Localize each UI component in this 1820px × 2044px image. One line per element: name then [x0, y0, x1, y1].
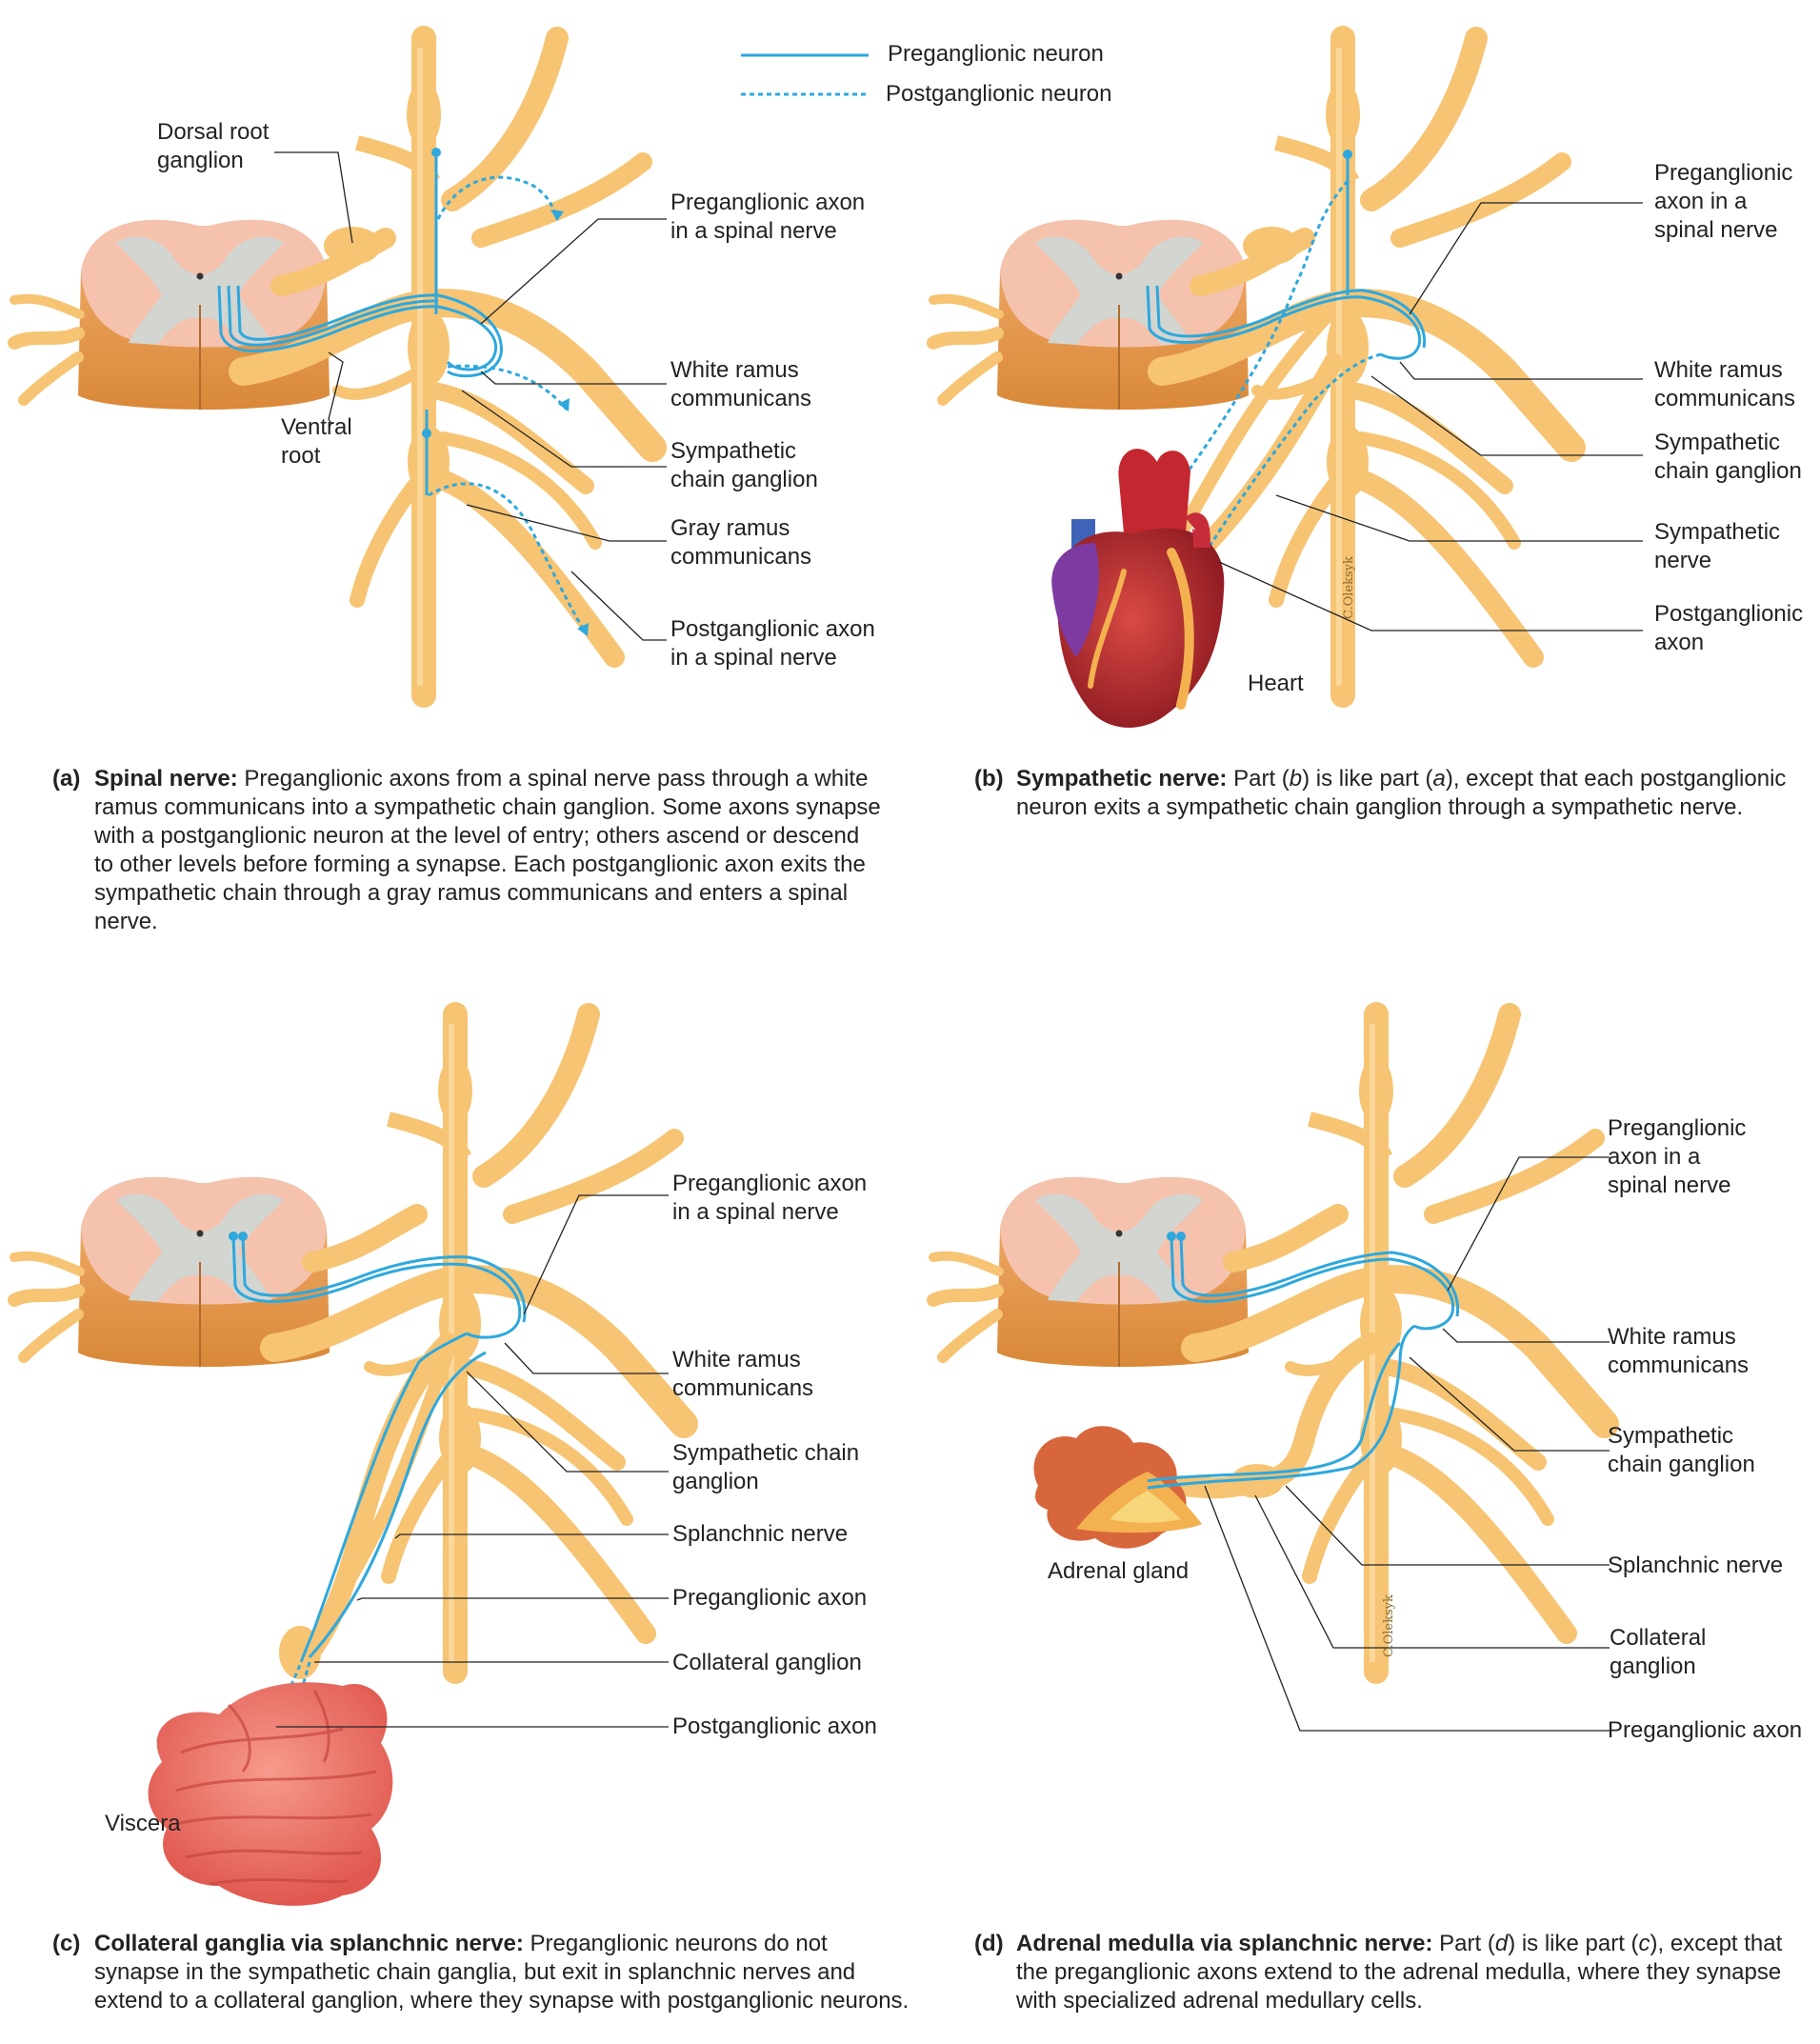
- dorsal-root-ganglion: [324, 227, 381, 265]
- label-a-gray-ramus: Gray ramus communicans: [670, 515, 812, 570]
- label-d-chain-ganglion: Sympathetic chain ganglion: [1608, 1423, 1755, 1477]
- label-a-postganglionic-axon: Postganglionic axon in a spinal nerve: [670, 616, 875, 671]
- label-a-preganglionic-axon: Preganglionic axon in a spinal nerve: [670, 190, 866, 244]
- caption-d-italic-2: c: [1638, 1931, 1650, 1956]
- caption-d-italic-1: d: [1494, 1931, 1509, 1956]
- label-a-white-ramus: White ramus communicans: [670, 357, 812, 411]
- label-d-preganglionic-axon: Preganglionic axon: [1608, 1717, 1803, 1743]
- caption-b-text-3: ), except that each postganglionic neuro…: [1016, 766, 1787, 820]
- caption-a-title: Spinal nerve:: [94, 766, 238, 792]
- signature-d: C.Oleksyk: [1382, 1594, 1396, 1657]
- label-c-splanchnic-nerve: Splanchnic nerve: [672, 1521, 849, 1547]
- panel-d-art: C.Oleksyk: [933, 1014, 1610, 1732]
- caption-a-text: Preganglionic axons from a spinal nerve …: [94, 766, 881, 934]
- caption-b-italic-1: b: [1289, 766, 1303, 792]
- caption-b-italic-2: a: [1432, 766, 1446, 792]
- label-c-chain-ganglion: Sympathetic chain ganglion: [672, 1440, 860, 1494]
- viscera-illustration: [148, 1682, 393, 1906]
- label-c-white-ramus: White ramus communicans: [672, 1347, 814, 1401]
- caption-a-letter: (a): [52, 766, 81, 792]
- heart-illustration: [1051, 449, 1225, 728]
- legend-swatches: [741, 53, 869, 96]
- caption-d-text-2: ) is like part (: [1508, 1931, 1639, 1956]
- caption-c-letter: (c): [52, 1931, 81, 1956]
- caption-b-title: Sympathetic nerve:: [1016, 766, 1228, 792]
- label-ventral-root: Ventral root: [281, 414, 352, 469]
- label-c-preganglionic-axon: Preganglionic axon: [672, 1585, 868, 1611]
- caption-d-letter: (d): [974, 1931, 1004, 1956]
- label-b-sympathetic-nerve: Sympathetic nerve: [1654, 519, 1781, 573]
- label-adrenal-gland: Adrenal gland: [1048, 1558, 1190, 1584]
- caption-b-text-2: ) is like part (: [1302, 766, 1433, 792]
- caption-c-title: Collateral ganglia via splanchnic nerve:: [94, 1931, 524, 1956]
- caption-b-text-1: Part (: [1227, 766, 1290, 792]
- caption-d: (d) Adrenal medulla via splanchnic nerve…: [974, 1930, 1803, 2015]
- adrenal-illustration: [1033, 1426, 1202, 1549]
- caption-b-letter: (b): [974, 766, 1004, 792]
- label-a-chain-ganglion: Sympathetic chain ganglion: [670, 438, 818, 492]
- caption-b: (b) Sympathetic nerve: Part (b) is like …: [974, 765, 1803, 822]
- label-c-preganglionic-axon-spinal: Preganglionic axon in a spinal nerve: [672, 1171, 868, 1225]
- caption-c: (c) Collateral ganglia via splanchnic ne…: [52, 1930, 914, 2015]
- caption-d-text-3: ), except that the preganglionic axons e…: [1016, 1931, 1783, 2014]
- panel-b-art: C.Oleksyk: [933, 38, 1643, 728]
- label-b-chain-ganglion: Sympathetic chain ganglion: [1654, 430, 1802, 484]
- label-b-preganglionic-axon: Preganglionic axon in a spinal nerve: [1654, 160, 1793, 243]
- panel-c-art: [14, 1014, 684, 1906]
- legend-preganglionic-label: Preganglionic neuron: [888, 41, 1104, 67]
- legend-postganglionic-label: Postganglionic neuron: [886, 81, 1112, 107]
- caption-c-text: Preganglionic neurons do not synapse in …: [94, 1931, 910, 2014]
- label-viscera: Viscera: [105, 1811, 181, 1836]
- label-dorsal-root-ganglion: Dorsal root ganglion: [157, 119, 270, 173]
- label-b-white-ramus: White ramus communicans: [1654, 357, 1796, 411]
- label-c-collateral-ganglion: Collateral ganglion: [672, 1650, 862, 1675]
- panel-a-art: [14, 38, 667, 695]
- signature-b: C.Oleksyk: [1342, 556, 1356, 619]
- label-c-postganglionic-axon: Postganglionic axon: [672, 1713, 877, 1739]
- label-d-collateral-ganglion: Collateral ganglion: [1610, 1625, 1707, 1679]
- caption-d-text-1: Part (: [1432, 1931, 1495, 1956]
- label-d-white-ramus: White ramus communicans: [1608, 1324, 1750, 1378]
- label-d-splanchnic-nerve: Splanchnic nerve: [1608, 1553, 1784, 1578]
- label-d-preganglionic-axon-spinal: Preganglionic axon in a spinal nerve: [1608, 1115, 1747, 1198]
- label-heart: Heart: [1248, 671, 1304, 696]
- caption-d-title: Adrenal medulla via splanchnic nerve:: [1016, 1931, 1433, 1956]
- label-b-postganglionic-axon: Postganglionic axon: [1654, 601, 1804, 655]
- caption-a: (a) Spinal nerve: Preganglionic axons fr…: [52, 765, 881, 936]
